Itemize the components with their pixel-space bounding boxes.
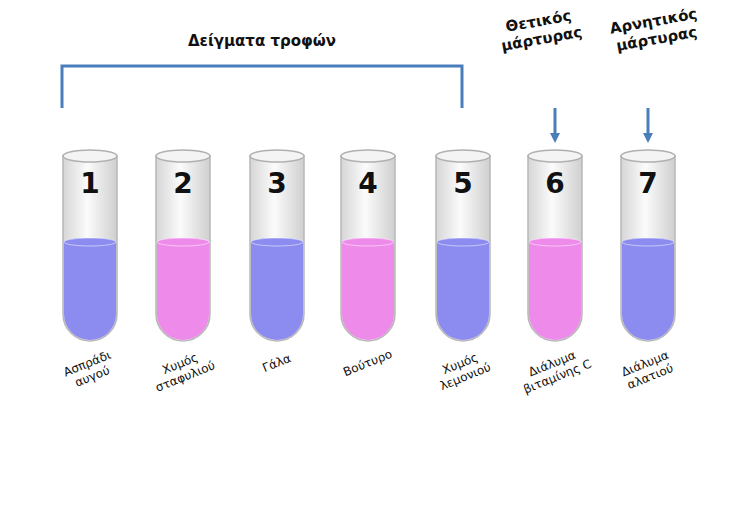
- label-wrap: Ασπράδι αυγού: [48, 343, 133, 399]
- sample-label: Γάλα: [237, 343, 316, 386]
- label-wrap: Γάλα: [237, 343, 316, 386]
- test-tube: 4Βούτυρο: [339, 148, 397, 343]
- arrow: [554, 108, 557, 138]
- tube-number: 7: [619, 170, 677, 198]
- liquid: [342, 238, 394, 340]
- label-wrap: Χυμός σταφυλιού: [141, 343, 226, 399]
- liquid: [622, 238, 674, 340]
- liquid: [157, 238, 209, 340]
- tube-number: 4: [339, 170, 397, 198]
- test-tube: 6Διάλυμα βιταμίνης C: [526, 148, 584, 343]
- test-tube: 3Γάλα: [248, 148, 306, 343]
- label-wrap: Βούτυρο: [328, 343, 407, 386]
- group-label: Δείγματα τροφών: [152, 32, 372, 50]
- sample-label: Διάλυμα αλατιού: [606, 343, 691, 399]
- sample-label: Χυμός σταφυλιού: [141, 343, 226, 399]
- label-wrap: Αρνητικός μάρτυρας: [603, 4, 708, 57]
- bracket: [62, 66, 462, 108]
- label-wrap: Διάλυμα βιταμίνης C: [513, 343, 598, 399]
- control-label: Αρνητικός μάρτυρας: [603, 4, 708, 57]
- arrow: [647, 108, 650, 138]
- sample-label: Ασπράδι αυγού: [48, 343, 133, 399]
- tube-number: 3: [248, 170, 306, 198]
- sample-label: Χυμός λεμονιού: [421, 343, 506, 399]
- tube-number: 1: [61, 170, 119, 198]
- test-tube: 1Ασπράδι αυγού: [61, 148, 119, 343]
- label-wrap: Θετικός μάρτυρας: [493, 4, 588, 55]
- liquid: [437, 238, 489, 340]
- liquid: [251, 238, 303, 340]
- label-wrap: Χυμός λεμονιού: [421, 343, 506, 399]
- sample-label: Διάλυμα βιταμίνης C: [513, 343, 598, 399]
- control-label: Θετικός μάρτυρας: [493, 4, 588, 55]
- sample-label: Βούτυρο: [328, 343, 407, 386]
- test-tube: 7Διάλυμα αλατιού: [619, 148, 677, 343]
- liquid: [64, 238, 116, 340]
- test-tube: 2Χυμός σταφυλιού: [154, 148, 212, 343]
- liquid: [529, 238, 581, 340]
- tube-number: 2: [154, 170, 212, 198]
- test-tube: 5Χυμός λεμονιού: [434, 148, 492, 343]
- label-wrap: Δείγματα τροφών: [152, 32, 372, 50]
- label-wrap: Διάλυμα αλατιού: [606, 343, 691, 399]
- tube-number: 5: [434, 170, 492, 198]
- tube-number: 6: [526, 170, 584, 198]
